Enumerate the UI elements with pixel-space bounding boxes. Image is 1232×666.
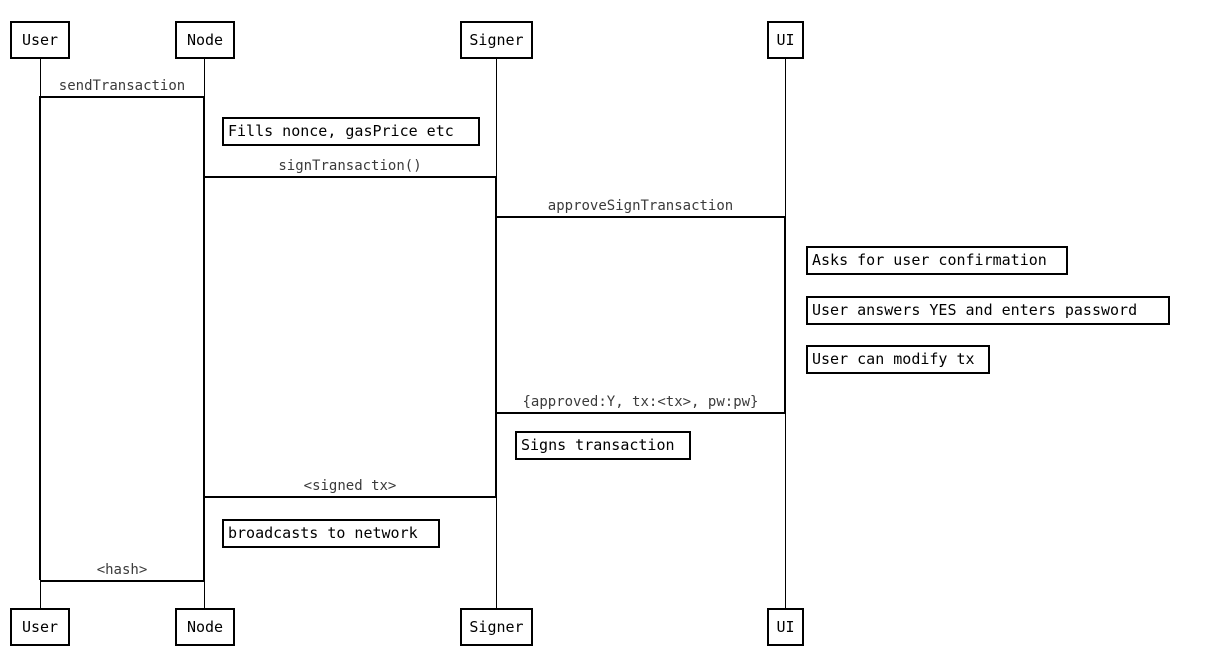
participant-ui-header[interactable]: UI <box>767 21 804 59</box>
activation-bar <box>495 412 497 496</box>
message-line-m2 <box>204 176 496 178</box>
participant-label: Node <box>186 30 224 49</box>
note-n1: Fills nonce, gasPrice etc <box>222 117 480 146</box>
note-text: User can modify tx <box>812 350 975 368</box>
participant-label: User <box>21 617 59 636</box>
message-line-m4 <box>496 412 785 414</box>
participant-label: User <box>21 30 59 49</box>
message-line-m1 <box>40 96 204 98</box>
participant-label: UI <box>776 30 795 49</box>
activation-bar <box>203 496 205 580</box>
message-label-m3: approveSignTransaction <box>547 198 734 214</box>
note-n3: User answers YES and enters password <box>806 296 1170 325</box>
message-line-m5 <box>204 496 496 498</box>
participant-label: Signer <box>469 617 524 636</box>
note-text: broadcasts to network <box>228 524 418 542</box>
message-line-m3 <box>496 216 785 218</box>
note-text: User answers YES and enters password <box>812 301 1138 319</box>
activation-bar <box>495 176 497 216</box>
note-n5: Signs transaction <box>515 431 691 460</box>
note-text: Asks for user confirmation <box>812 251 1047 269</box>
message-label-m2: signTransaction() <box>278 158 422 174</box>
activation-bar <box>203 176 205 496</box>
note-text: Signs transaction <box>521 436 675 454</box>
participant-ui-footer[interactable]: UI <box>767 608 804 646</box>
activation-bar <box>39 96 41 580</box>
participant-user-footer[interactable]: User <box>10 608 70 646</box>
message-label-m4: {approved:Y, tx:<tx>, pw:pw} <box>522 394 759 410</box>
participant-label: UI <box>776 617 795 636</box>
message-line-m6 <box>40 580 204 582</box>
participant-signer-header[interactable]: Signer <box>460 21 533 59</box>
note-n6: broadcasts to network <box>222 519 440 548</box>
message-label-m6: <hash> <box>96 562 148 578</box>
activation-bar <box>495 216 497 412</box>
activation-bar <box>784 216 786 412</box>
participant-node-footer[interactable]: Node <box>175 608 235 646</box>
message-label-m1: sendTransaction <box>58 78 186 94</box>
message-label-m5: <signed tx> <box>303 478 397 494</box>
participant-user-header[interactable]: User <box>10 21 70 59</box>
participant-label: Node <box>186 617 224 636</box>
participant-label: Signer <box>469 30 524 49</box>
note-text: Fills nonce, gasPrice etc <box>228 122 454 140</box>
participant-node-header[interactable]: Node <box>175 21 235 59</box>
activation-bar <box>203 96 205 176</box>
participant-signer-footer[interactable]: Signer <box>460 608 533 646</box>
note-n4: User can modify tx <box>806 345 990 374</box>
note-n2: Asks for user confirmation <box>806 246 1068 275</box>
